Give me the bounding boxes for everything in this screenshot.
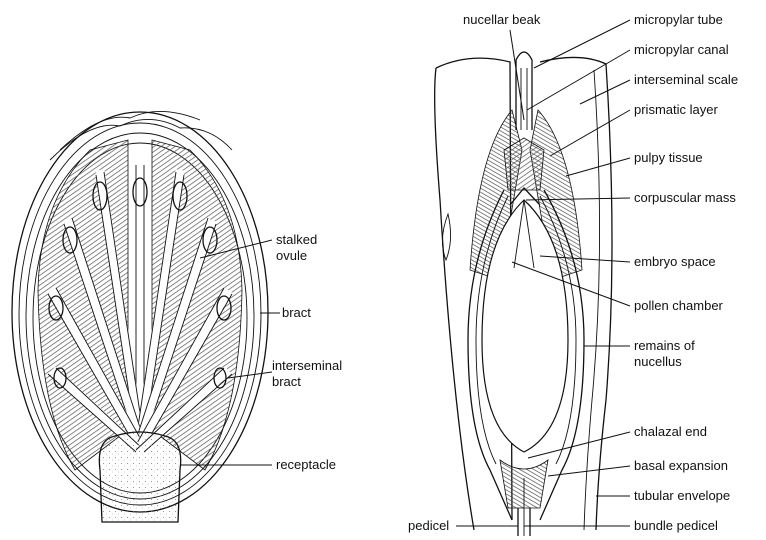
label-embryo-space: embryo space <box>634 254 716 269</box>
label-prismatic-layer: prismatic layer <box>634 102 718 117</box>
label-bundle-pedicel: bundle pedicel <box>634 518 718 533</box>
label-remains-of-nucellus-2: nucellus <box>634 354 682 369</box>
label-pollen-chamber: pollen chamber <box>634 298 724 313</box>
label-micropylar-tube: micropylar tube <box>634 12 723 27</box>
label-basal-expansion: basal expansion <box>634 458 728 473</box>
label-nucellar-beak: nucellar beak <box>463 12 541 27</box>
label-remains-of-nucellus-1: remains of <box>634 338 695 353</box>
label-pulpy-tissue: pulpy tissue <box>634 150 703 165</box>
label-interseminal-bract-1: interseminal <box>272 358 342 373</box>
label-micropylar-canal: micropylar canal <box>634 42 729 57</box>
receptacle-shape <box>99 432 180 522</box>
label-bract: bract <box>282 305 311 320</box>
label-corpuscular-mass: corpuscular mass <box>634 190 736 205</box>
label-receptacle: receptacle <box>276 457 336 472</box>
label-chalazal-end: chalazal end <box>634 424 707 439</box>
label-tubular-envelope: tubular envelope <box>634 488 730 503</box>
label-pedicel: pedicel <box>408 518 449 533</box>
left-cone-section <box>12 111 268 522</box>
label-stalked-ovule-2: ovule <box>276 248 307 263</box>
label-interseminal-scale: interseminal scale <box>634 72 738 87</box>
right-seed-section <box>435 52 612 536</box>
label-interseminal-bract-2: bract <box>272 374 301 389</box>
label-stalked-ovule-1: stalked <box>276 232 317 247</box>
